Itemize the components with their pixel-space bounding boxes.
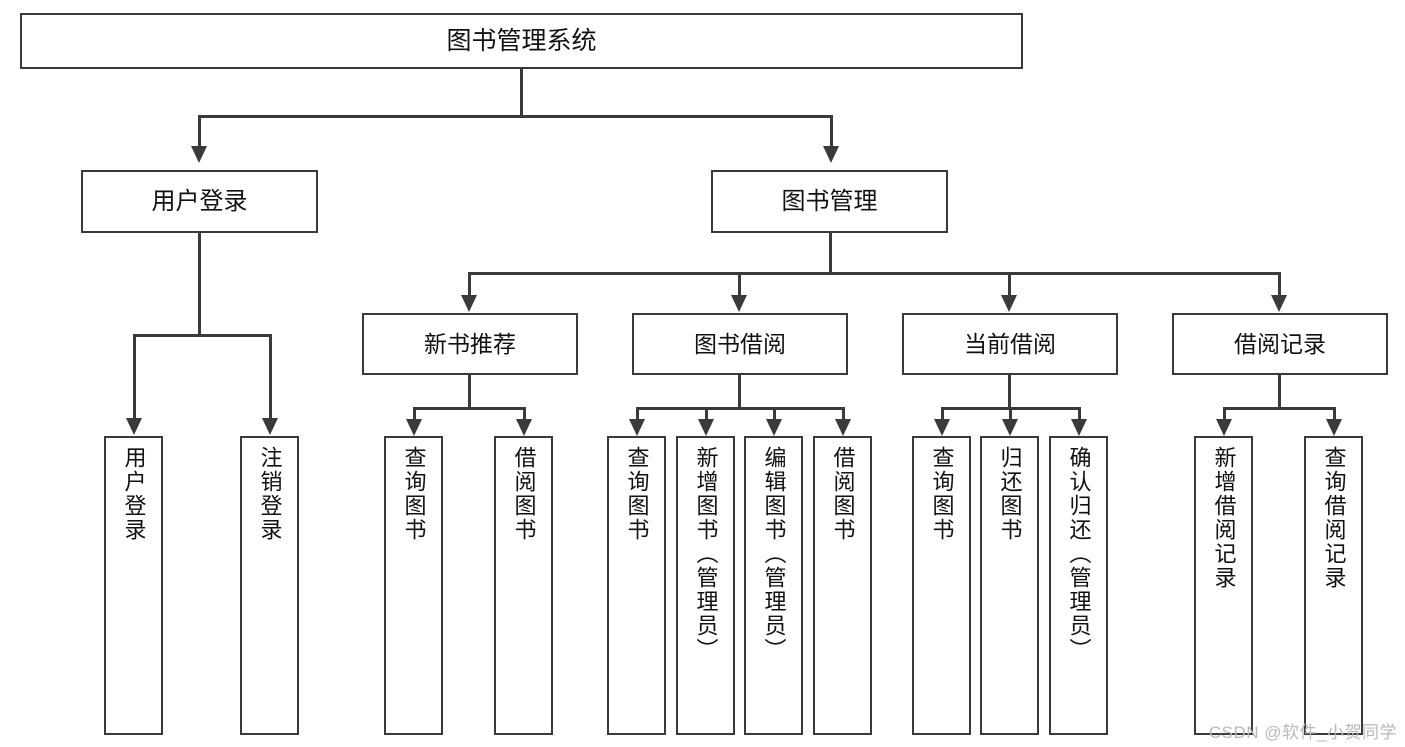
leaf-label: 借阅图书 <box>511 446 537 542</box>
arrowhead-to-leaf-bb-query <box>629 419 645 436</box>
connector-to-leaf-bb-borrow <box>842 407 845 420</box>
node-current-borrow[interactable]: 当前借阅 <box>902 313 1118 375</box>
leaf-borrow-record-add[interactable]: 新增借阅记录 <box>1194 436 1253 735</box>
arrowhead-to-leaf-logout <box>262 418 278 435</box>
node-label: 图书管理系统 <box>446 26 597 55</box>
arrowhead-to-leaf-nb-borrow <box>516 419 532 436</box>
leaf-label: 查询借阅记录 <box>1321 446 1347 590</box>
node-book-management[interactable]: 图书管理 <box>711 170 948 233</box>
connector-to-book-management <box>830 115 833 147</box>
connector-to-new-book-recommend <box>468 272 471 299</box>
connector-to-leaf-logout <box>269 334 272 418</box>
leaf-label: 确认归还（管理员） <box>1066 446 1092 662</box>
connector-to-leaf-user-login <box>133 334 136 418</box>
connector-level2-bar <box>198 115 832 118</box>
connector-to-borrow-record <box>1278 272 1281 299</box>
leaf-new-book-borrow[interactable]: 借阅图书 <box>494 436 553 735</box>
node-label: 借阅记录 <box>1234 330 1326 357</box>
node-label: 图书管理 <box>781 187 878 215</box>
connector-to-leaf-br-add <box>1223 407 1226 420</box>
connector-to-leaf-bb-add <box>705 407 708 420</box>
arrowhead-to-leaf-bb-edit <box>766 419 782 436</box>
connector-to-leaf-nb-borrow <box>523 407 526 420</box>
leaf-label: 查询图书 <box>929 446 955 542</box>
arrowhead-to-new-book-recommend <box>461 295 477 312</box>
connector-borrow-record-stem <box>1278 375 1281 409</box>
node-label: 用户登录 <box>151 187 248 215</box>
connector-user-login-bar <box>133 334 271 337</box>
leaf-label: 编辑图书（管理员） <box>761 446 787 662</box>
connector-to-leaf-cb-confirm <box>1078 407 1081 420</box>
connector-to-leaf-cb-return <box>1009 407 1012 420</box>
leaf-current-borrow-confirm[interactable]: 确认归还（管理员） <box>1049 436 1108 735</box>
connector-book-borrow-bar <box>636 407 844 410</box>
connector-user-login-stem <box>198 233 201 336</box>
connector-new-book-bar <box>413 407 523 410</box>
leaf-current-borrow-query[interactable]: 查询图书 <box>912 436 971 735</box>
leaf-label: 归还图书 <box>997 446 1023 542</box>
arrowhead-to-borrow-record <box>1271 295 1287 312</box>
connector-to-leaf-bb-query <box>636 407 639 420</box>
connector-to-leaf-br-query <box>1333 407 1336 420</box>
connector-to-current-borrow <box>1008 272 1011 299</box>
leaf-borrow-record-query[interactable]: 查询借阅记录 <box>1304 436 1363 735</box>
leaf-label: 借阅图书 <box>830 446 856 542</box>
connector-to-book-borrow <box>738 272 741 299</box>
arrowhead-to-leaf-br-add <box>1216 419 1232 436</box>
leaf-logout[interactable]: 注销登录 <box>240 436 299 735</box>
leaf-label: 注销登录 <box>257 446 283 542</box>
arrowhead-to-book-management <box>823 146 839 163</box>
arrowhead-to-leaf-bb-borrow <box>835 419 851 436</box>
node-borrow-record[interactable]: 借阅记录 <box>1172 313 1388 375</box>
arrowhead-to-leaf-bb-add <box>698 419 714 436</box>
leaf-book-borrow-edit[interactable]: 编辑图书（管理员） <box>744 436 803 735</box>
arrowhead-to-current-borrow <box>1001 295 1017 312</box>
leaf-label: 查询图书 <box>624 446 650 542</box>
arrowhead-to-leaf-user-login <box>126 418 142 435</box>
connector-level3-bar <box>468 272 1280 275</box>
connector-to-user-login <box>198 115 201 147</box>
arrowhead-to-book-borrow <box>731 295 747 312</box>
leaf-book-borrow-query[interactable]: 查询图书 <box>607 436 666 735</box>
connector-to-leaf-nb-query <box>413 407 416 420</box>
arrowhead-to-leaf-nb-query <box>406 419 422 436</box>
leaf-book-borrow-borrow[interactable]: 借阅图书 <box>813 436 872 735</box>
leaf-current-borrow-return[interactable]: 归还图书 <box>980 436 1039 735</box>
node-book-borrow[interactable]: 图书借阅 <box>632 313 848 375</box>
arrowhead-to-leaf-br-query <box>1326 419 1342 436</box>
leaf-book-borrow-add[interactable]: 新增图书（管理员） <box>676 436 735 735</box>
connector-to-leaf-bb-edit <box>773 407 776 420</box>
connector-book-management-stem <box>829 233 832 273</box>
arrowhead-to-user-login <box>191 146 207 163</box>
leaf-label: 用户登录 <box>121 446 147 542</box>
leaf-label: 新增图书（管理员） <box>693 446 719 662</box>
arrowhead-to-leaf-cb-query <box>934 419 950 436</box>
leaf-new-book-query[interactable]: 查询图书 <box>384 436 443 735</box>
node-label: 当前借阅 <box>964 330 1056 357</box>
leaf-user-login[interactable]: 用户登录 <box>104 436 163 735</box>
connector-current-borrow-stem <box>1008 375 1011 409</box>
connector-root-stem <box>520 69 523 116</box>
connector-new-book-stem <box>468 375 471 409</box>
leaf-label: 新增借阅记录 <box>1211 446 1237 590</box>
connector-book-borrow-stem <box>738 375 741 409</box>
node-new-book-recommend[interactable]: 新书推荐 <box>362 313 578 375</box>
node-label: 图书借阅 <box>694 330 786 357</box>
arrowhead-to-leaf-cb-return <box>1002 419 1018 436</box>
leaf-label: 查询图书 <box>401 446 427 542</box>
connector-borrow-record-bar <box>1223 407 1333 410</box>
node-root-book-management-system[interactable]: 图书管理系统 <box>20 13 1023 69</box>
arrowhead-to-leaf-cb-confirm <box>1071 419 1087 436</box>
connector-to-leaf-cb-query <box>941 407 944 420</box>
node-label: 新书推荐 <box>424 330 516 357</box>
node-user-login[interactable]: 用户登录 <box>81 170 318 233</box>
